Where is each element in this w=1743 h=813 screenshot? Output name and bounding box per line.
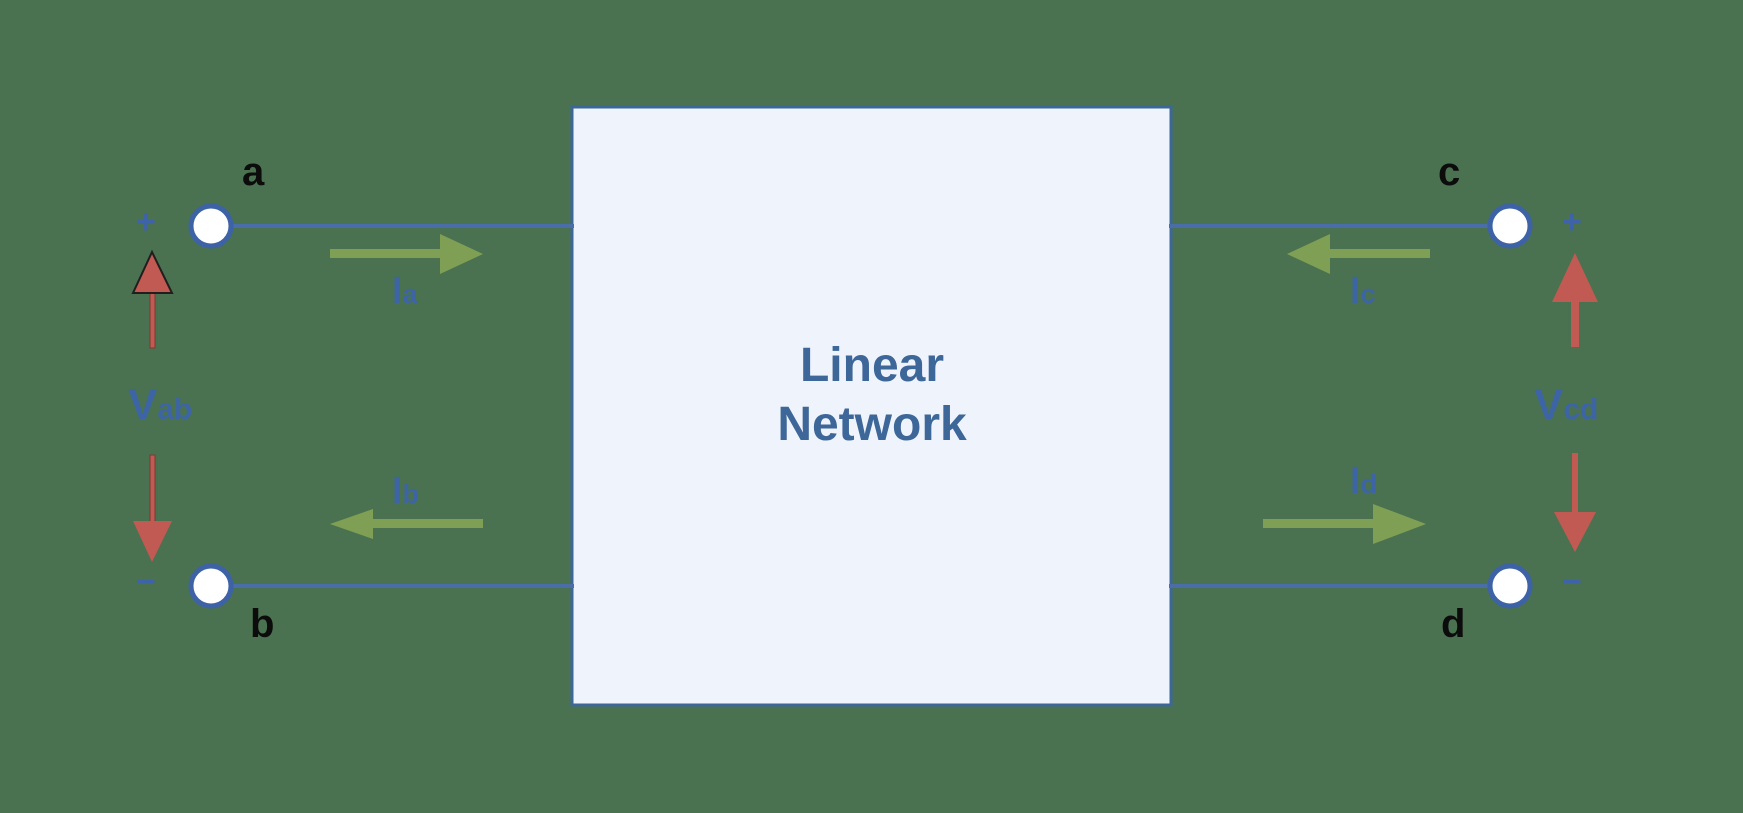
voltage-symbol-vcd: V	[1534, 380, 1564, 429]
voltage-arrow-vcd-up	[1552, 253, 1598, 347]
network-box-caption-line2: Network	[777, 397, 967, 451]
terminal-dot-a[interactable]	[188, 203, 234, 249]
polarity-minus-left: −	[136, 563, 156, 601]
voltage-subscript-vab: ab	[157, 393, 193, 426]
current-symbol-id: I	[1350, 460, 1361, 502]
current-subscript-ia: a	[402, 279, 418, 309]
polarity-plus-right: +	[1562, 203, 1582, 241]
current-label-ia: Ia	[392, 272, 418, 310]
current-label-id: Id	[1350, 462, 1377, 500]
current-subscript-id: d	[1360, 469, 1378, 499]
current-arrow-ib	[330, 509, 483, 539]
network-box-caption: Linear Network	[572, 337, 1172, 454]
voltage-arrow-vab-up	[131, 249, 174, 349]
terminal-dot-c[interactable]	[1487, 203, 1533, 249]
voltage-label-vab: Vab	[128, 383, 192, 427]
voltage-symbol-vab: V	[128, 380, 158, 429]
current-arrow-id	[1263, 504, 1426, 544]
terminal-label-c: c	[1438, 150, 1461, 194]
current-symbol-ib: I	[392, 470, 403, 512]
linear-network-box	[570, 105, 1173, 707]
current-arrow-ia	[330, 234, 483, 274]
voltage-arrow-vab-down	[133, 454, 172, 562]
current-label-ic: Ic	[1350, 272, 1376, 310]
voltage-subscript-vcd: cd	[1563, 393, 1599, 426]
polarity-minus-right: −	[1562, 563, 1582, 601]
voltage-arrow-vcd-down	[1554, 453, 1596, 552]
network-box-caption-line1: Linear	[799, 339, 945, 392]
voltage-label-vcd: Vcd	[1534, 383, 1598, 427]
terminal-label-a: a	[242, 150, 265, 194]
current-subscript-ib: b	[402, 479, 420, 509]
current-arrow-ic	[1287, 234, 1430, 274]
current-label-ib: Ib	[392, 472, 419, 510]
terminal-label-b: b	[250, 602, 275, 646]
current-symbol-ic: I	[1350, 270, 1361, 312]
polarity-plus-left: +	[136, 203, 156, 241]
current-subscript-ic: c	[1360, 279, 1376, 309]
terminal-dot-b[interactable]	[188, 563, 234, 609]
current-symbol-ia: I	[392, 270, 403, 312]
terminal-label-d: d	[1441, 602, 1466, 646]
terminal-dot-d[interactable]	[1487, 563, 1533, 609]
